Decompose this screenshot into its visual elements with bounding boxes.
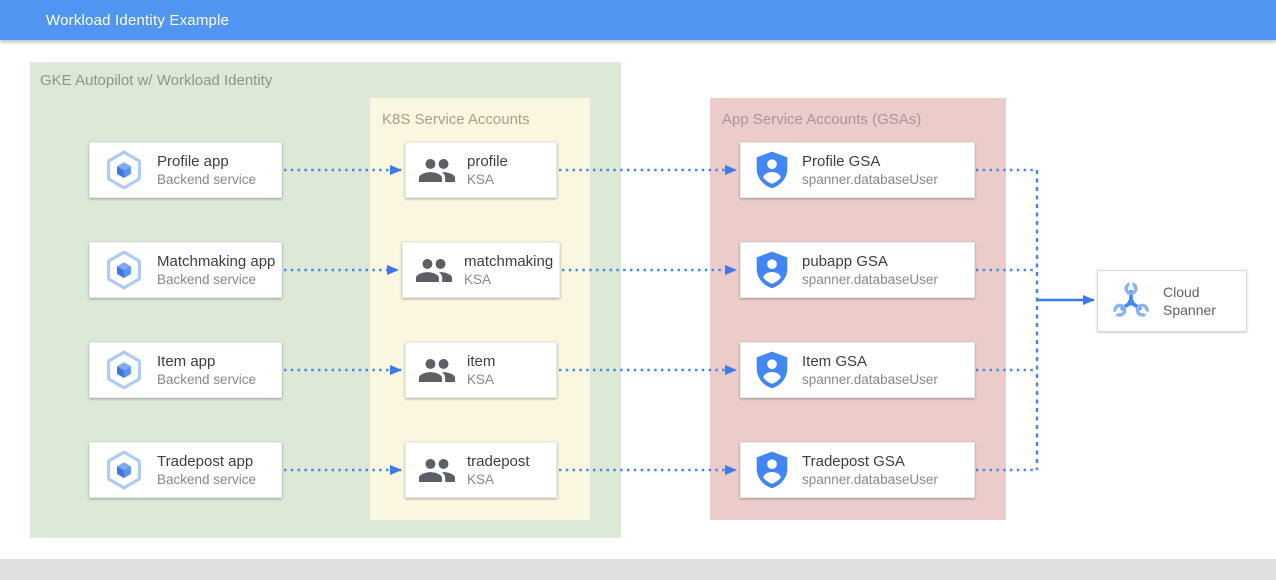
node-subtitle: spanner.databaseUser [802,171,938,187]
node-item-ksa: item KSA [405,342,557,398]
node-title: matchmaking [464,252,554,270]
node-title: item [467,352,496,370]
node-subtitle: KSA [467,371,495,387]
shield-user-icon [754,150,790,190]
node-title: Item app [157,352,216,370]
gke-hexagon-icon [103,249,145,291]
node-subtitle: spanner.databaseUser [802,471,938,487]
title-bar: Workload Identity Example [0,0,1276,40]
gke-hexagon-icon [103,449,145,491]
people-group-icon [419,357,455,384]
page-title: Workload Identity Example [46,11,230,29]
node-item-gsa: Item GSA spanner.databaseUser [740,342,975,398]
shield-user-icon [754,450,790,490]
ksa-container-title: K8S Service Accounts [382,111,530,128]
people-group-icon [416,257,452,284]
node-subtitle: Backend service [157,371,257,387]
people-group-icon [419,457,455,484]
node-cloud-spanner: Cloud Spanner [1097,270,1247,332]
node-matchmaking-ksa: matchmaking KSA [402,242,560,298]
shield-user-icon [754,250,790,290]
node-title: pubapp GSA [802,252,888,270]
node-pubapp-gsa: pubapp GSA spanner.databaseUser [740,242,975,298]
node-tradepost-gsa: Tradepost GSA spanner.databaseUser [740,442,975,498]
node-subtitle: spanner.databaseUser [802,371,938,387]
node-subtitle: KSA [467,171,495,187]
gke-hexagon-icon [103,349,145,391]
node-subtitle: KSA [464,271,492,287]
node-subtitle: Backend service [157,471,257,487]
spanner-label-line2: Spanner [1163,302,1216,318]
gsa-container-title: App Service Accounts (GSAs) [722,111,922,128]
gke-hexagon-icon [103,149,145,191]
node-title: Tradepost GSA [802,452,905,470]
node-profile-ksa: profile KSA [405,142,557,198]
node-profile-gsa: Profile GSA spanner.databaseUser [740,142,975,198]
node-title: Profile app [157,152,229,170]
footer-strip [0,559,1276,580]
spanner-label-line1: Cloud [1163,283,1200,300]
people-group-icon [419,157,455,184]
node-subtitle: KSA [467,471,495,487]
node-title: profile [467,152,508,170]
node-title: tradepost [467,452,530,470]
node-tradepost-ksa: tradepost KSA [405,442,557,498]
cloud-spanner-icon [1111,280,1151,323]
node-title: Tradepost app [157,452,254,470]
node-subtitle: spanner.databaseUser [802,271,938,287]
node-title: Item GSA [802,352,868,370]
node-matchmaking-app: Matchmaking app Backend service [89,242,282,298]
node-title: Matchmaking app [157,252,276,270]
node-profile-app: Profile app Backend service [89,142,282,198]
node-subtitle: Backend service [157,171,257,187]
node-subtitle: Backend service [157,271,257,287]
node-item-app: Item app Backend service [89,342,282,398]
node-title: Profile GSA [802,152,881,170]
node-tradepost-app: Tradepost app Backend service [89,442,282,498]
shield-user-icon [754,350,790,390]
gke-container-title: GKE Autopilot w/ Workload Identity [40,72,273,89]
